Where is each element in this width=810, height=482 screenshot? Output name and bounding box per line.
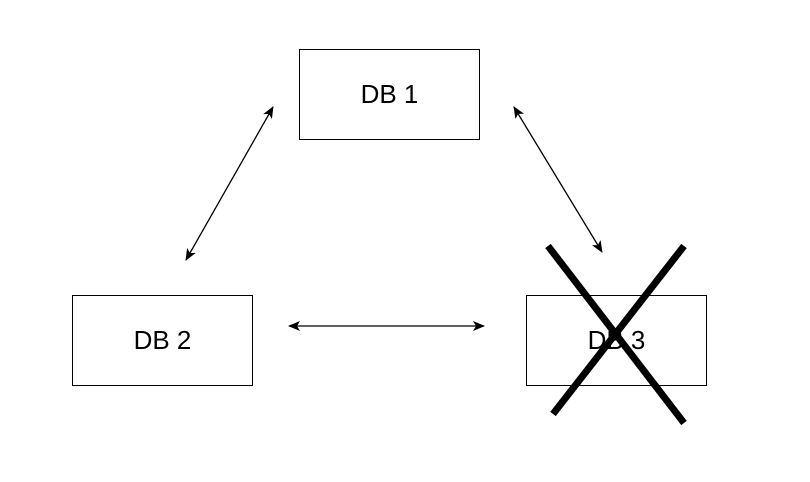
node-db-2: DB 2 (72, 295, 253, 386)
node-db-3: DB 3 (526, 295, 707, 386)
edge-db1-db2-arrow (185, 106, 274, 261)
node-db-1: DB 1 (299, 49, 480, 140)
node-db-1-label: DB 1 (360, 79, 419, 109)
node-db-2-label: DB 2 (133, 325, 192, 355)
node-db-3-label: DB 3 (587, 325, 646, 355)
edge-db1-db3-arrow (513, 106, 603, 253)
